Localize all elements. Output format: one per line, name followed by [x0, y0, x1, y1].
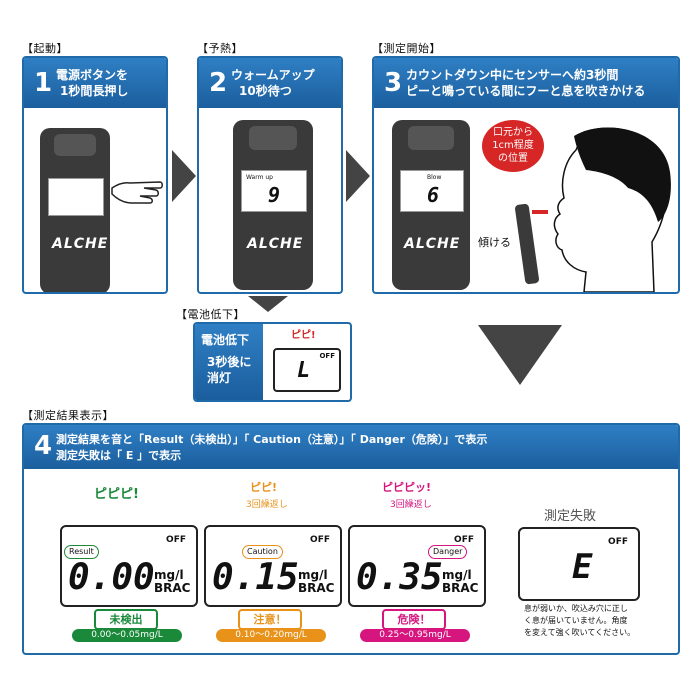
battery-line1: 電池低下: [201, 333, 250, 347]
device-step1: ALCHE: [40, 128, 110, 292]
result-badge: Caution: [242, 545, 283, 559]
result-lcd-2: OFF Danger 0.35 mg/l BRAC: [348, 525, 486, 607]
result-range-1: 0.10～0.20mg/L: [216, 629, 326, 642]
step3-line1: カウントダウン中にセンサーへ約3秒間: [406, 68, 619, 82]
position-bubble: 口元から 1cm程度 の位置: [482, 120, 544, 172]
device-step2: Warm up 9 ALCHE: [233, 120, 313, 290]
screen-label: Blow: [427, 174, 442, 181]
device-screen: Warm up 9: [241, 170, 307, 212]
bubble-line2: 1cm程度: [492, 140, 534, 151]
result-value: 0.15: [212, 557, 299, 598]
result-beep-1: ピピ!: [250, 481, 278, 494]
step2-number: 2: [209, 68, 228, 98]
step1-line2: 1秒間長押し: [60, 84, 129, 98]
battery-beep: ピピ!: [291, 330, 316, 341]
panel-low-battery: 電池低下 3秒後に 消灯 ピピ! OFF L: [193, 322, 352, 402]
step4-header: 4 測定結果を音と「Result（未検出）」「 Caution（注意）」「 Da…: [24, 425, 678, 469]
failure-note: 息が弱いか、吹込み穴に正し く息が届いていません。角度 を変えて強く吹いてくださ…: [524, 603, 635, 639]
arrow-right-icon: [346, 150, 370, 202]
result-tag-2: 危険！: [382, 609, 446, 630]
lcd-digit: L: [297, 358, 311, 383]
tilt-label: 傾ける: [478, 236, 511, 249]
arrow-down-icon: [248, 296, 288, 312]
result-beep-0: ピピピ!: [94, 487, 139, 502]
step1-line1: 電源ボタンを: [56, 68, 129, 82]
panel-step2: 2 ウォームアップ 10秒待つ Warm up 9 ALCHE: [197, 56, 343, 294]
bubble-line1: 口元から: [493, 127, 533, 138]
panel-step4: 4 測定結果を音と「Result（未検出）」「 Caution（注意）」「 Da…: [22, 423, 680, 655]
device-logo: ALCHE: [404, 236, 461, 252]
lcd-off-label: OFF: [608, 537, 628, 547]
unit-mgl: mg/l: [298, 568, 328, 582]
label-low-battery: 【電池低下】: [176, 308, 245, 321]
step2-line2: 10秒待つ: [239, 84, 292, 98]
sensor-grill-icon: [408, 126, 454, 150]
lcd-off-label: OFF: [310, 535, 330, 545]
failure-note-2: く息が届いていません。角度: [524, 616, 628, 625]
screen-digit: 9: [268, 183, 281, 207]
result-tag-0: 未検出: [94, 609, 158, 630]
result-range-0: 0.00～0.05mg/L: [72, 629, 182, 642]
lcd-off-label: OFF: [319, 352, 335, 360]
result-tag-1: 注意！: [238, 609, 302, 630]
big-arrow-down-icon: [478, 325, 562, 385]
step4-line2: 測定失敗は「 E 」で表示: [56, 449, 182, 462]
result-repeat-2: 3回繰返し: [390, 500, 432, 510]
unit-brac: BRAC: [298, 581, 335, 595]
step2-header: 2 ウォームアップ 10秒待つ: [199, 58, 341, 108]
step4-line1: 測定結果を音と「Result（未検出）」「 Caution（注意）」「 Dang…: [56, 433, 488, 446]
result-value: 0.35: [356, 557, 443, 598]
result-badge: Result: [64, 545, 99, 559]
failure-digit: E: [572, 547, 593, 587]
result-badge: Danger: [428, 545, 468, 559]
failure-note-3: を変えて強く吹いてください。: [524, 628, 636, 637]
label-startup: 【起動】: [22, 42, 68, 55]
result-lcd-1: OFF Caution 0.15 mg/l BRAC: [204, 525, 342, 607]
battery-line3: 消灯: [207, 371, 232, 385]
result-repeat-1: 3回繰返し: [246, 500, 288, 510]
arrow-right-icon: [172, 150, 196, 202]
step3-header: 3 カウントダウン中にセンサーへ約3秒間 ピーと鳴っている間にフーと息を吹きかけ…: [374, 58, 678, 108]
label-measure-start: 【測定開始】: [372, 42, 441, 55]
bubble-line3: の位置: [498, 153, 528, 164]
result-beep-2: ピピピッ!: [382, 481, 432, 494]
failure-note-1: 息が弱いか、吹込み穴に正し: [524, 604, 628, 613]
unit-brac: BRAC: [442, 581, 479, 595]
step3-line2: ピーと鳴っている間にフーと息を吹きかける: [406, 84, 646, 98]
label-result-display: 【測定結果表示】: [22, 409, 114, 422]
sensor-grill-icon: [249, 126, 297, 150]
screen-digit: 6: [427, 183, 440, 207]
result-lcd-0: OFF Result 0.00 mg/l BRAC: [60, 525, 198, 607]
device-screen: [48, 178, 104, 216]
panel-step3: 3 カウントダウン中にセンサーへ約3秒間 ピーと鳴っている間にフーと息を吹きかけ…: [372, 56, 680, 294]
lcd-off-label: OFF: [166, 535, 186, 545]
battery-line2: 3秒後に: [207, 355, 252, 369]
battery-lcd: OFF L: [273, 348, 341, 392]
result-value: 0.00: [68, 557, 155, 598]
device-logo: ALCHE: [52, 236, 109, 252]
finger-press-icon: [111, 181, 163, 204]
panel-step1: 1 電源ボタンを 1秒間長押し ALCHE: [22, 56, 168, 294]
result-range-2: 0.25～0.95mg/L: [360, 629, 470, 642]
lcd-off-label: OFF: [454, 535, 474, 545]
step3-number: 3: [384, 68, 403, 98]
device-step3: Blow 6 ALCHE: [392, 120, 470, 290]
step1-number: 1: [34, 68, 53, 98]
device-logo: ALCHE: [247, 236, 304, 252]
failure-lcd: OFF E: [518, 527, 640, 601]
person-blowing-icon: [553, 127, 671, 292]
screen-label: Warm up: [246, 174, 273, 181]
device-screen: Blow 6: [400, 170, 464, 212]
label-preheat: 【予熱】: [197, 42, 243, 55]
step4-number: 4: [34, 431, 53, 461]
sensor-grill-icon: [54, 134, 96, 156]
failure-title: 測定失敗: [544, 509, 597, 524]
unit-mgl: mg/l: [442, 568, 472, 582]
unit-mgl: mg/l: [154, 568, 184, 582]
unit-brac: BRAC: [154, 581, 191, 595]
step1-header: 1 電源ボタンを 1秒間長押し: [24, 58, 166, 108]
blow-arrow-icon: [532, 210, 548, 214]
battery-text: 電池低下 3秒後に 消灯: [195, 324, 263, 400]
step2-line1: ウォームアップ: [231, 68, 315, 82]
